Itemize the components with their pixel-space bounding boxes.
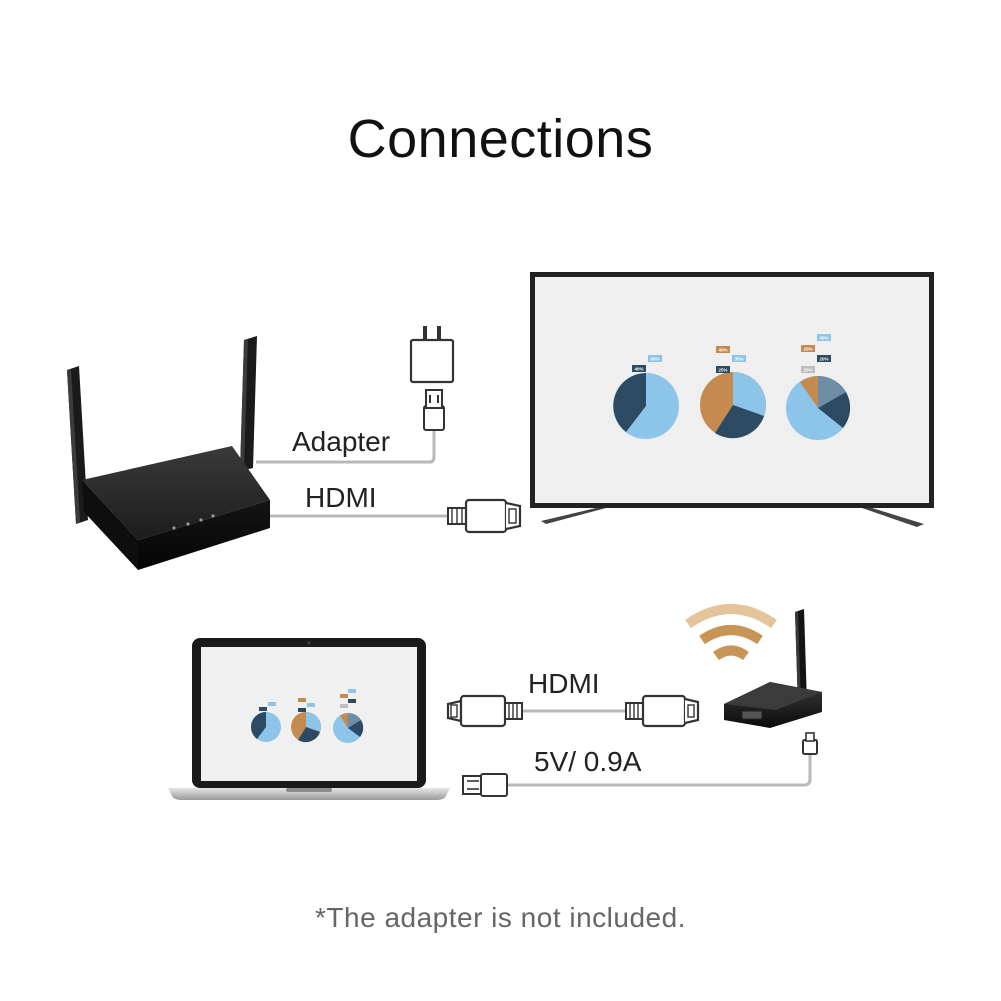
- tv-pie3-tag-3: 20%: [819, 357, 828, 362]
- tv: 40% 60% 40% 35% 25% 40% 20% 20: [530, 272, 934, 527]
- laptop-notch: [286, 788, 332, 792]
- power-adapter-icon: [409, 326, 455, 384]
- tv-pie3-tag-4: 20%: [803, 368, 812, 373]
- receiver-hdmi-port: [741, 710, 763, 720]
- hdmi-plug-icon-left: [446, 694, 523, 728]
- hdmi-label-top: HDMI: [305, 482, 377, 513]
- adapter-cable: [256, 428, 436, 464]
- router: [67, 336, 270, 570]
- page-title: Connections: [347, 109, 654, 169]
- wireless-receiver: [724, 609, 822, 728]
- laptop-camera: [307, 641, 311, 645]
- tv-stand-left: [541, 508, 606, 524]
- router-top: [82, 446, 270, 540]
- wifi-signal-icon: [685, 604, 777, 661]
- tv-pie-chart-1: 40% 60%: [613, 355, 679, 439]
- tv-pie2-tag-3: 25%: [718, 368, 727, 373]
- usb-plug-icon: [423, 389, 445, 431]
- adapter-label: Adapter: [292, 426, 391, 457]
- tv-pie2-tag-1: 40%: [718, 348, 727, 353]
- laptop-pie-chart-3: [333, 689, 364, 743]
- router-side-left: [82, 480, 138, 570]
- power-spec-label: 5V/ 0.9A: [534, 746, 642, 777]
- router-front: [138, 500, 270, 570]
- tv-pie3-tag-2: 20%: [803, 347, 812, 352]
- hdmi-label-bottom: HDMI: [528, 668, 600, 699]
- tv-pie1-tag-2: 60%: [650, 357, 659, 362]
- tv-pie3-tag-1: 40%: [819, 336, 828, 341]
- laptop: [168, 638, 450, 800]
- tv-pie-chart-3: 40% 20% 20% 20%: [786, 334, 851, 440]
- laptop-base: [168, 788, 450, 800]
- usb-plug-icon-bottom: [462, 773, 508, 797]
- laptop-pie-chart-2: [291, 698, 321, 743]
- hdmi-plug-icon-right: [625, 694, 700, 728]
- hdmi-cable-bottom: [446, 694, 700, 728]
- power-cable-bottom: [462, 732, 818, 797]
- micro-usb-plug-icon: [802, 732, 818, 755]
- footnote: *The adapter is not included.: [315, 902, 686, 933]
- router-antenna-right: [240, 336, 257, 471]
- hdmi-plug-icon-top: [447, 498, 522, 534]
- router-status-leds: [172, 514, 215, 530]
- tv-pie-chart-2: 40% 35% 25%: [700, 346, 766, 439]
- tv-stand-right: [862, 508, 924, 527]
- laptop-pie-chart-1: [251, 702, 281, 742]
- tv-pie1-tag-1: 40%: [634, 367, 643, 372]
- tv-pie2-tag-2: 35%: [734, 357, 743, 362]
